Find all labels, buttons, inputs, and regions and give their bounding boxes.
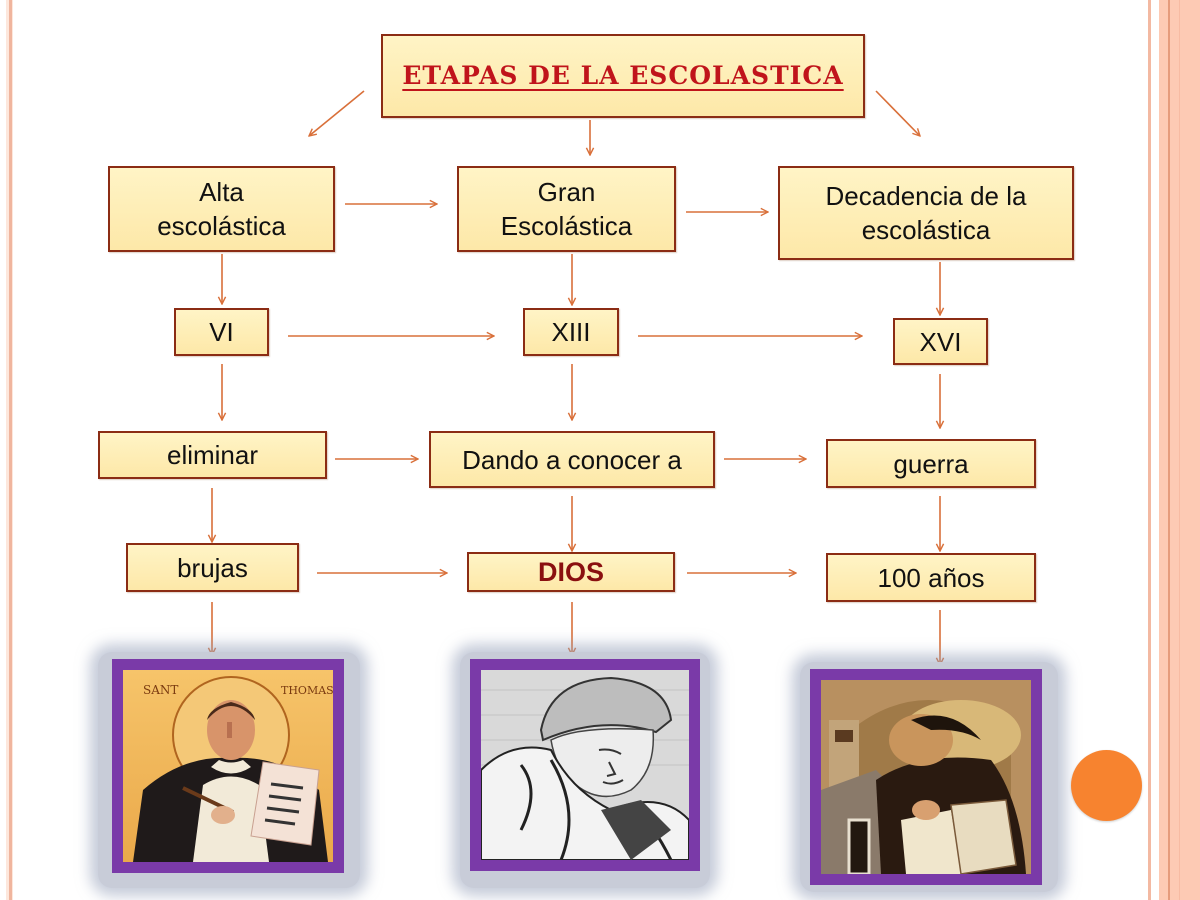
object-label: brujas [177,552,248,583]
action-label: guerra [893,448,969,479]
object-label: 100 años [877,562,985,593]
slide-accent-dot [1071,750,1142,821]
century-label: VI [209,317,234,347]
object-node-100-anos: 100 años [826,553,1036,602]
action-node-eliminar: eliminar [98,431,327,479]
stage-label: Decadencia de la escolástica [825,181,1027,245]
svg-text:SANT: SANT [143,683,178,697]
left-border-line [9,0,12,900]
scholar-engraving-image [481,670,689,860]
right-border-line-light [1179,0,1180,900]
action-node-dando: Dando a conocer a [429,431,715,488]
century-label: XIII [551,317,591,347]
action-label: Dando a conocer a [462,444,682,475]
century-node-xiii: XIII [523,308,619,356]
stage-node-alta: Alta escolástica [108,166,335,252]
century-label: XVI [919,326,962,357]
century-node-xvi: XVI [893,318,988,365]
stage-node-decadencia: Decadencia de la escolástica [778,166,1074,260]
portrait-scholar-engraving [470,659,700,871]
object-node-brujas: brujas [126,543,299,592]
portrait-saint-thomas-icon: SANT THOMAS [112,659,344,873]
action-label: eliminar [166,440,259,470]
diagram-title: ETAPAS DE LA ESCOLASTICA [381,34,865,118]
right-border-line [1148,0,1151,900]
action-node-guerra: guerra [826,439,1036,488]
object-label-dios: DIOS [537,557,604,587]
diagram-title-text: ETAPAS DE LA ESCOLASTICA [402,61,844,90]
stage-label: Gran Escolástica [500,177,633,241]
right-border-line-dark [1168,0,1170,900]
portrait-thomas-aquinas-painting [810,669,1042,885]
saint-icon-image: SANT THOMAS [123,670,333,862]
century-node-vi: VI [174,308,269,356]
svg-text:THOMAS: THOMAS [281,684,333,697]
stage-node-gran: Gran Escolástica [457,166,676,252]
stage-label: Alta escolástica [157,177,286,241]
object-node-dios: DIOS [467,552,675,592]
aquinas-painting-image [821,680,1031,874]
